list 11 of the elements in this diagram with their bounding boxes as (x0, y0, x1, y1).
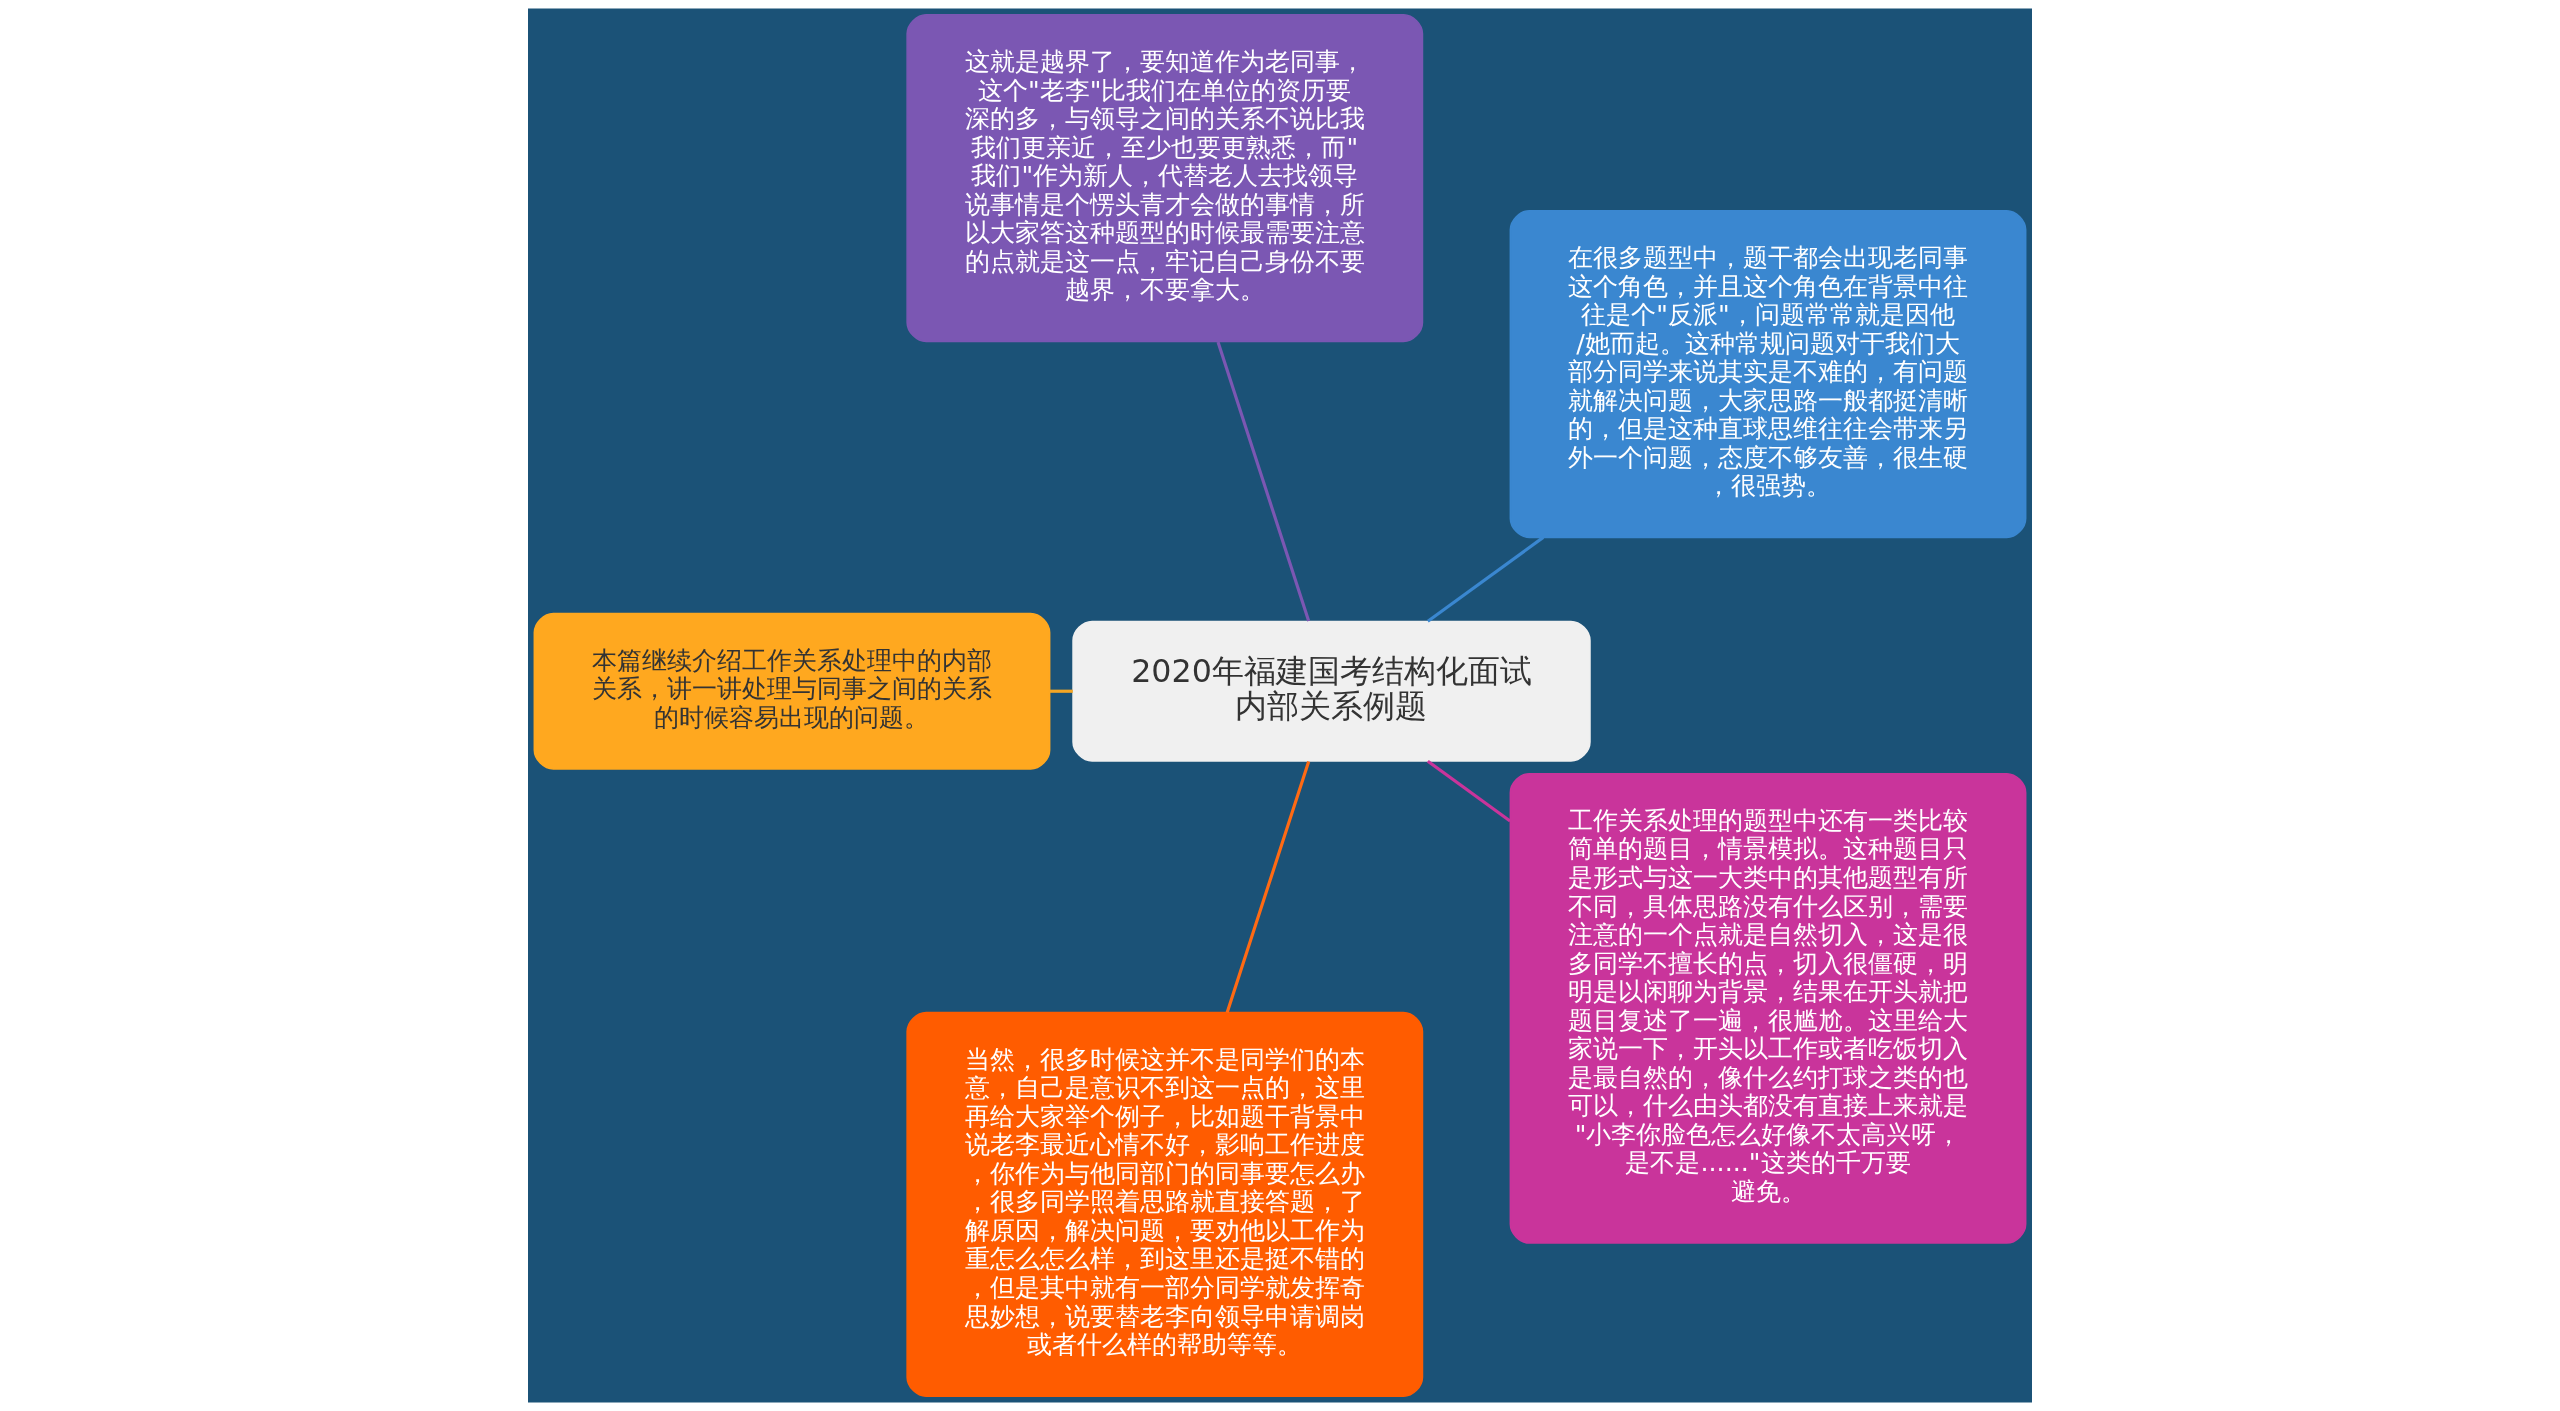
connector (1426, 759, 1511, 823)
node-box: 工作关系处理的题型中还有一类比较简单的题目，情景模拟。这种题目只是形式与这一大类中的其他题型有所不同，具体思路没有什么区别，需要注意的一个点就是自然切入，这是很多同学不擅长的点，切入很僵硬，明明是以闲聊为背景，结果在开头就把题目复述了一遍，很尴尬。这里给大家说一下，开头以工作或者吃饭切入是最自然的，像什么约打球之类的也可以，什么由头都没有直接上来就是"小李你脸色怎么好像不太高兴呀，是不是......"这类的千万要避免。 (1509, 772, 2027, 1244)
connector (1225, 761, 1311, 1013)
connector (1216, 341, 1311, 622)
node-box: 本篇继续介绍工作关系处理中的内部关系，讲一讲处理与同事之间的关系的时候容易出现的问题。 (533, 612, 1051, 770)
node-box: 2020年福建国考结构化面试内部关系例题 (1072, 620, 1591, 762)
connector (1049, 689, 1073, 693)
connector (1426, 536, 1545, 623)
node-box: 当然，很多时候这并不是同学们的本意，自己是意识不到这一点的，这里再给大家举个例子，比如题干背景中说老李最近心情不好，影响工作进度，你作为与他同部门的同事要怎么办，很多同学照着思路就直接答题，了解原因，解决问题，要劝他以工作为重怎么怎么样，到这里还是挺不错的，但是其中就有一部分同学就发挥奇思妙想，说要替老李向领导申请调岗或者什么样的帮助等等。 (906, 1011, 1424, 1397)
node-box: 在很多题型中，题干都会出现老同事这个角色，并且这个角色在背景中往往是个"反派"，问题常常就是因他/她而起。这种常规问题对于我们大部分同学来说其实是不难的，有问题就解决问题，大家思路一般都挺清晰的，但是这种直球思维往往会带来另外一个问题，态度不够友善，很生硬，很强势。 (1509, 210, 2027, 539)
node-box: 这就是越界了，要知道作为老同事，这个"老李"比我们在单位的资历要深的多，与领导之间的关系不说比我我们更亲近，至少也要更熟悉，而"我们"作为新人，代替老人去找领导说事情是个愣头青才会做的事情，所以大家答这种题型的时候最需要注意的点就是这一点，牢记自己身份不要越界，不要拿大。 (906, 14, 1424, 343)
